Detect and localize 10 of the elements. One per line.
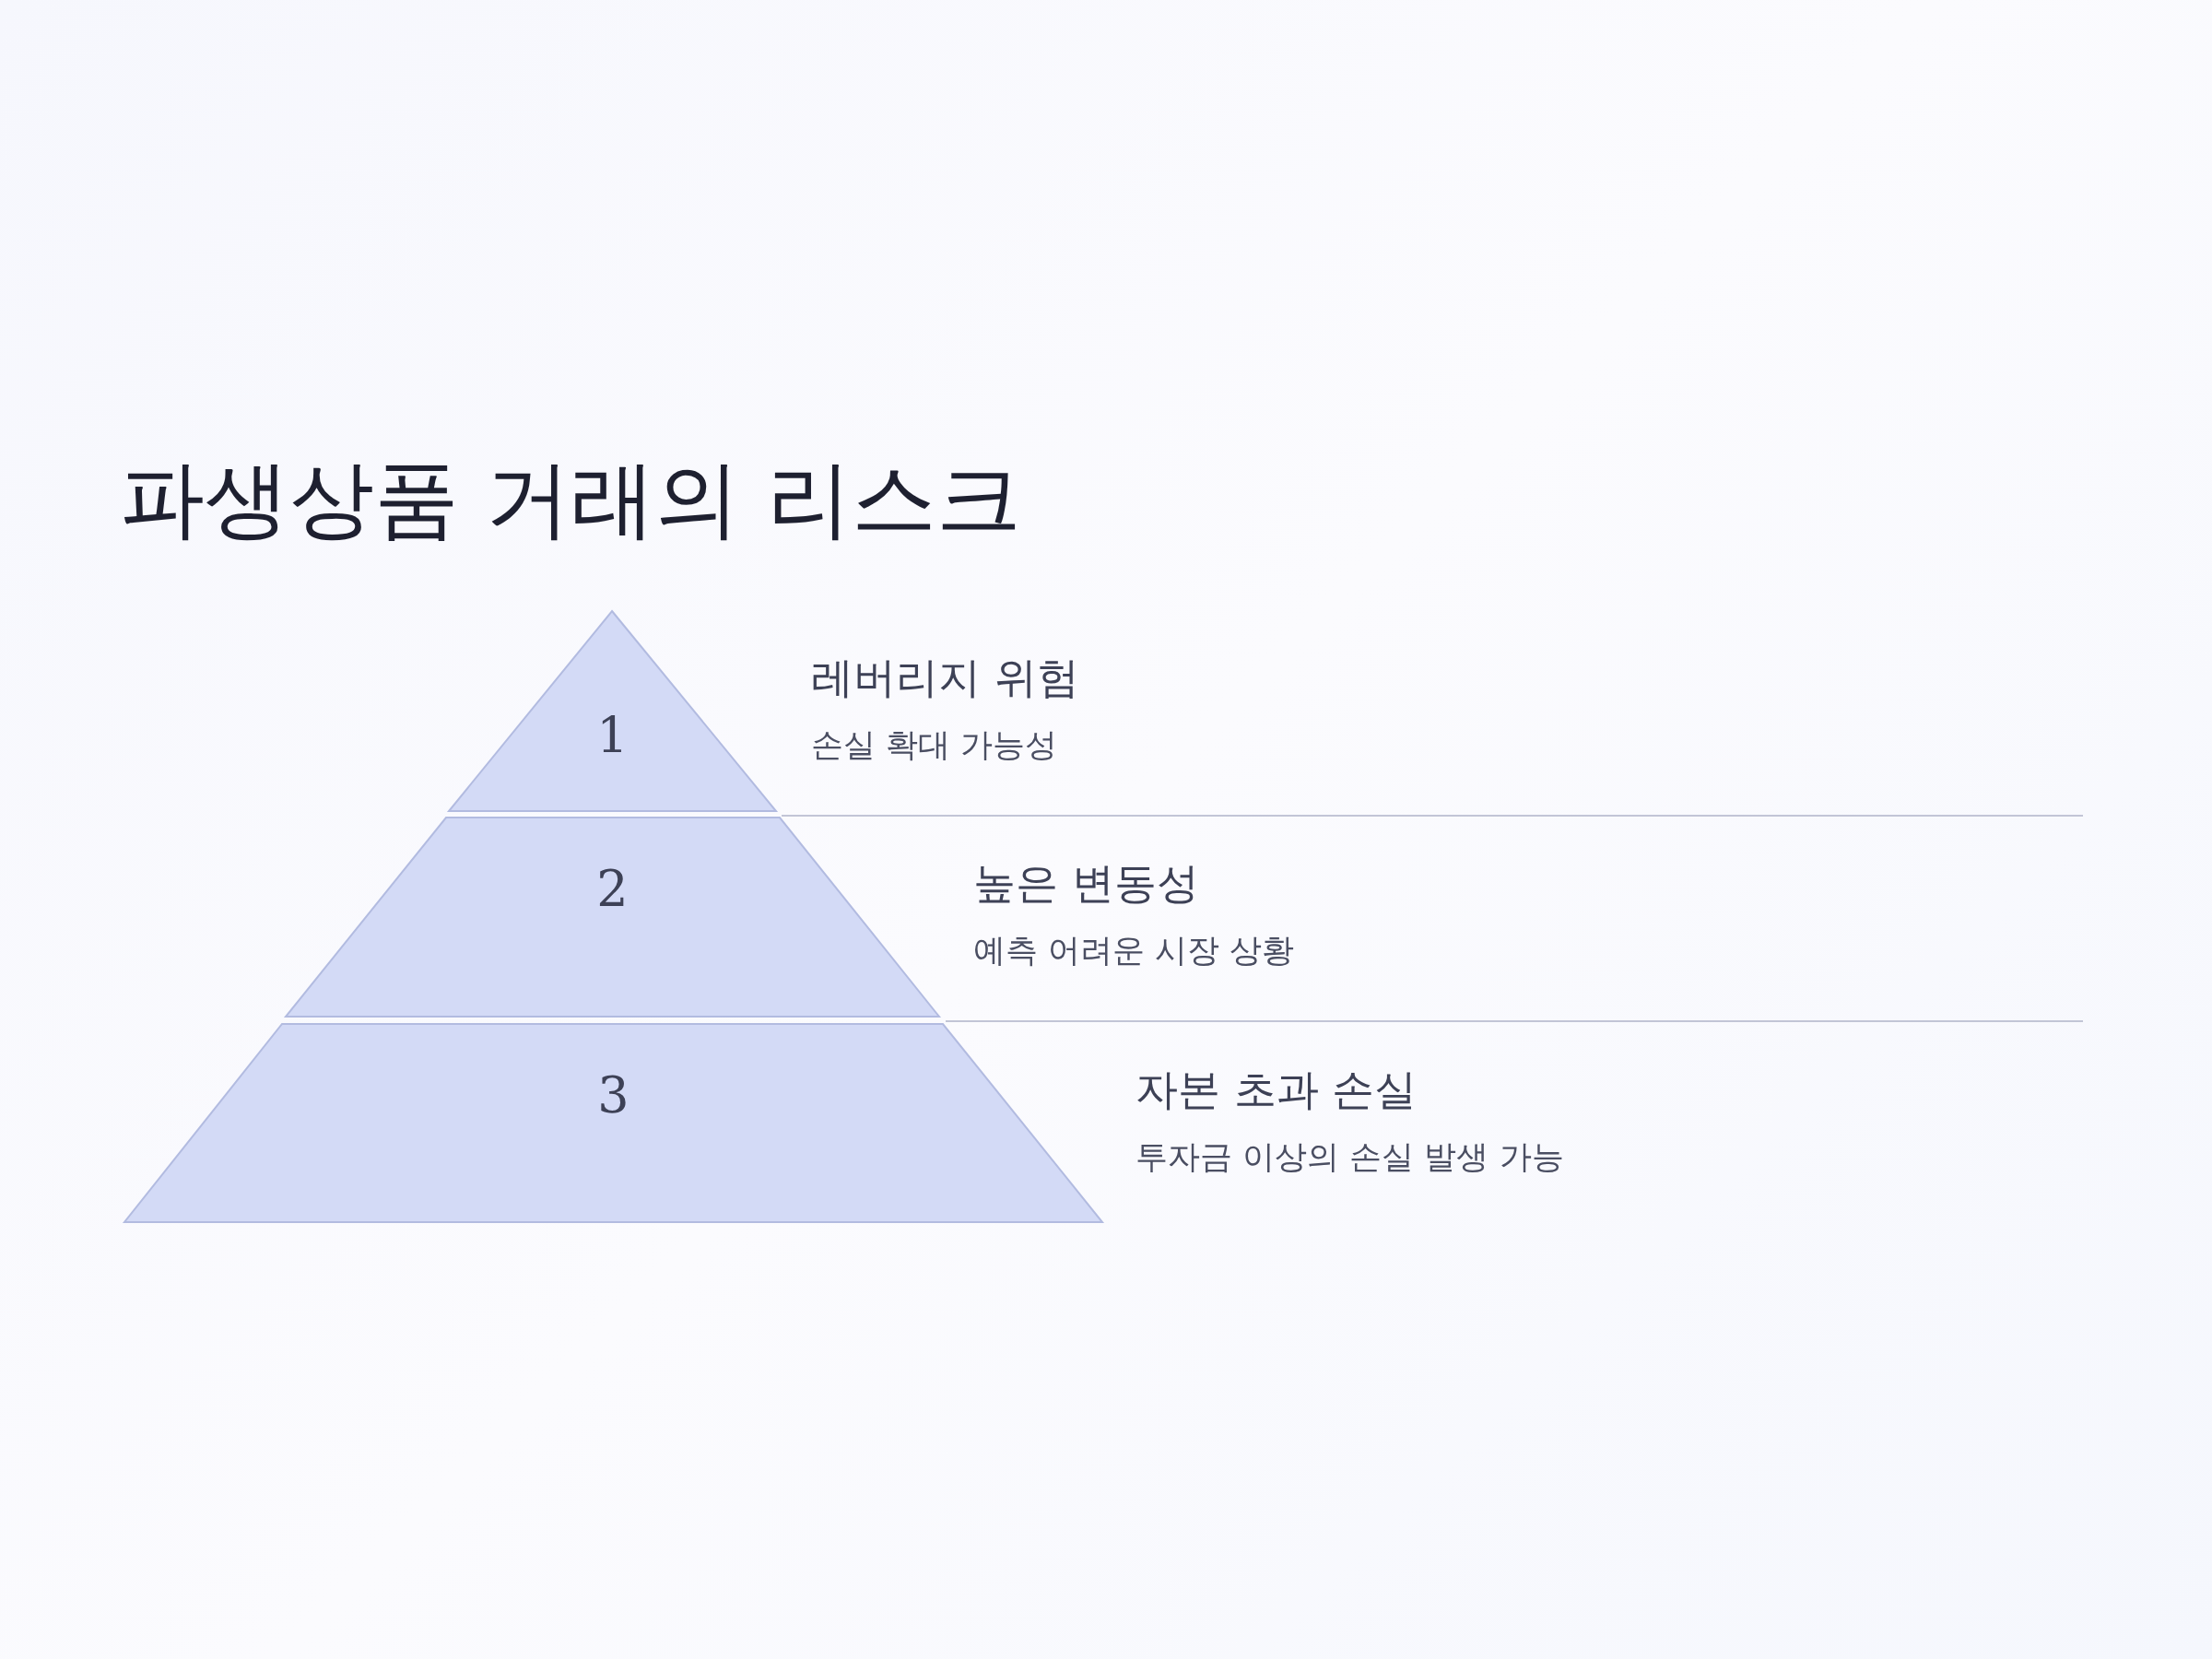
- tier-description: 투자금 이상의 손실 발생 가능: [1135, 1137, 1564, 1177]
- tier-heading: 자본 초과 손실: [1135, 1064, 1418, 1116]
- tier-description: 예측 어려운 시장 상황: [973, 931, 1295, 971]
- tier-number: 1: [595, 707, 629, 765]
- tier-heading: 높은 변동성: [973, 857, 1199, 910]
- tier-number: 3: [596, 1066, 630, 1124]
- tier-description: 손실 확대 가능성: [811, 725, 1058, 765]
- slide-title: 파생상품 거래의 리스크: [120, 449, 1022, 550]
- tier-heading: 레버리지 위험: [811, 652, 1079, 704]
- tier-number: 2: [595, 860, 629, 918]
